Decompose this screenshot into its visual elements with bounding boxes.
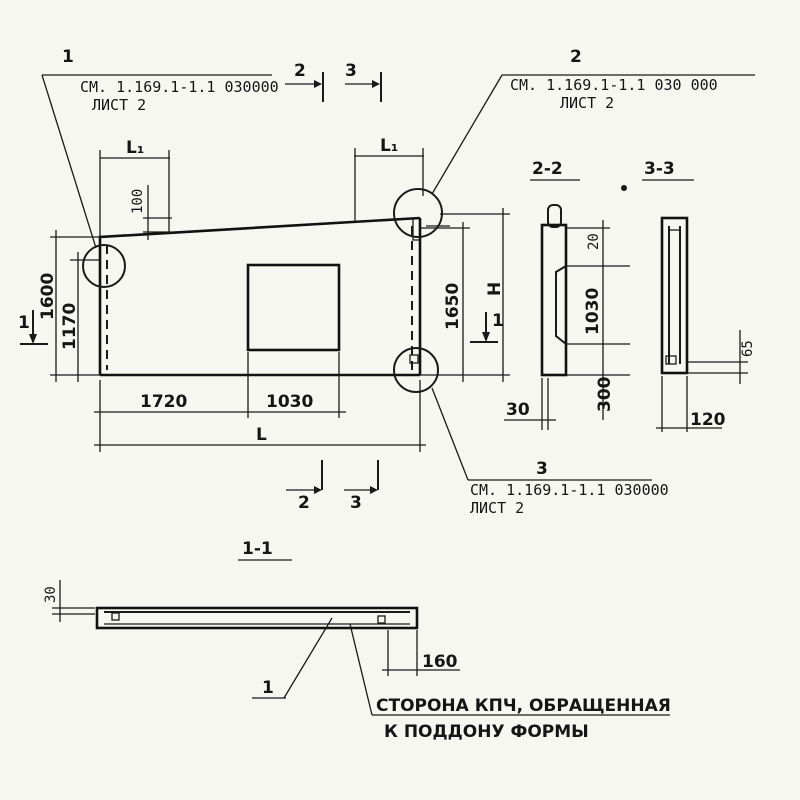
dim-L1-left: L₁ bbox=[126, 138, 144, 158]
section-2-2-body bbox=[540, 223, 568, 377]
dim-1030-vertical: 1030 bbox=[583, 288, 603, 335]
leader-1-number: 1 bbox=[262, 678, 274, 698]
section-1-1-body bbox=[95, 606, 419, 630]
dim-H: H bbox=[485, 282, 505, 296]
callout-3-leader bbox=[431, 387, 469, 481]
callout-1-ref: СМ. 1.169.1-1.1 030000 bbox=[80, 78, 279, 96]
callout-2-ref: СМ. 1.169.1-1.1 030 000 bbox=[510, 76, 718, 94]
section-cut-1-left: 1 bbox=[18, 310, 48, 345]
callout-2-number: 2 bbox=[570, 47, 582, 67]
panel-elevation bbox=[82, 188, 450, 393]
note-line-2: К ПОДДОНУ ФОРМЫ bbox=[384, 722, 589, 742]
section-cut-1-right: 1 bbox=[470, 311, 504, 343]
callout-3-number: 3 bbox=[536, 459, 548, 479]
dim-L1-right: L₁ bbox=[380, 136, 398, 156]
callout-1-sheet: ЛИСТ 2 bbox=[92, 96, 146, 114]
section-3-3-body bbox=[660, 216, 689, 375]
cut-mark-3-bottom: 3 bbox=[350, 493, 362, 513]
callout-1-number: 1 bbox=[62, 47, 74, 67]
cut-mark-1-left: 1 bbox=[18, 313, 30, 333]
dim-30: 30 bbox=[506, 400, 530, 420]
window-opening bbox=[246, 263, 341, 352]
section-title-1-1: 1-1 bbox=[242, 539, 273, 559]
section-2-2-loop bbox=[547, 204, 562, 228]
dim-1650: 1650 bbox=[443, 283, 463, 330]
detail-circle-3 bbox=[393, 347, 439, 393]
callout-3-sheet: ЛИСТ 2 bbox=[470, 499, 524, 517]
section-title-2-2: 2-2 bbox=[532, 159, 563, 179]
callout-3-ref: СМ. 1.169.1-1.1 030000 bbox=[470, 481, 669, 499]
section-title-3-3: 3-3 bbox=[644, 159, 675, 179]
note-leader bbox=[349, 623, 373, 716]
callout-3: 3 СМ. 1.169.1-1.1 030000 ЛИСТ 2 bbox=[431, 387, 669, 517]
dimensions-main: L₁ 100 L₁ 1600 1170 1720 1030 L bbox=[38, 136, 510, 452]
section-cut-2-3-top: 2 3 bbox=[285, 61, 382, 102]
callout-2-leader bbox=[431, 74, 503, 195]
callout-2-sheet: ЛИСТ 2 bbox=[560, 94, 614, 112]
dim-1030: 1030 bbox=[266, 392, 313, 412]
dim-300: 300 bbox=[595, 376, 615, 412]
dim-1720: 1720 bbox=[140, 392, 187, 412]
cut-mark-1-right: 1 bbox=[492, 311, 504, 331]
embed-mark bbox=[412, 218, 420, 241]
cut-mark-2-top: 2 bbox=[294, 61, 306, 81]
section-3-3: 3-3 65 120 bbox=[621, 159, 756, 432]
leader-1 bbox=[283, 617, 333, 699]
dim-20: 20 bbox=[586, 233, 602, 250]
section-cut-2-3-bottom: 2 3 bbox=[286, 460, 379, 513]
dim-30-section: 30 bbox=[43, 586, 59, 603]
detail-circle-1 bbox=[82, 244, 126, 288]
dim-L: L bbox=[256, 425, 267, 445]
cut-mark-3-top: 3 bbox=[345, 61, 357, 81]
detail-circle-2 bbox=[393, 188, 443, 238]
section-1-1: 1-1 30 160 1 СТОРОНА КПЧ, ОБРАЩЕННАЯ К П… bbox=[43, 539, 671, 742]
cut-mark-2-bottom: 2 bbox=[298, 493, 310, 513]
dim-100: 100 bbox=[130, 189, 146, 214]
lifting-loop-mark bbox=[409, 354, 419, 364]
dim-160: 160 bbox=[422, 652, 458, 672]
section-2-2: 2-2 20 1030 300 30 bbox=[504, 159, 630, 430]
dim-1170: 1170 bbox=[60, 303, 80, 350]
dim-1600: 1600 bbox=[38, 273, 58, 320]
callout-2: 2 СМ. 1.169.1-1.1 030 000 ЛИСТ 2 bbox=[431, 47, 755, 195]
callout-1-leader bbox=[41, 74, 97, 249]
dim-65: 65 bbox=[740, 340, 756, 357]
note-line-1: СТОРОНА КПЧ, ОБРАЩЕННАЯ bbox=[376, 696, 671, 716]
panel-outline-top bbox=[98, 216, 421, 375]
callout-1: 1 СМ. 1.169.1-1.1 030000 ЛИСТ 2 bbox=[41, 47, 279, 249]
dim-120: 120 bbox=[690, 410, 726, 430]
